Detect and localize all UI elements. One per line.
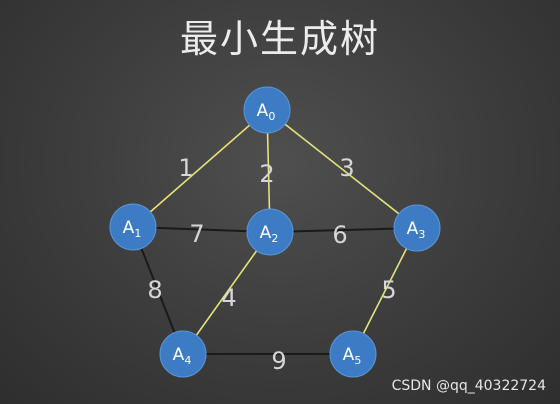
watermark: CSDN @qq_40322724: [391, 378, 546, 394]
node-label: A3: [407, 219, 426, 241]
edge-weight-label: 5: [381, 276, 396, 304]
edge-a0-a1: [132, 109, 268, 228]
edge-a2-a4: [182, 231, 271, 355]
edge-weight-label: 3: [339, 154, 354, 182]
node-a5: A5: [329, 330, 377, 378]
node-circle: [329, 330, 377, 378]
node-a1: A1: [109, 203, 157, 251]
node-a0: A0: [243, 86, 291, 134]
node-circle: [246, 208, 294, 256]
edge-a3-a5: [352, 227, 418, 355]
edge-labels-layer: 1 2 3 7 6 8 4 5 9: [147, 154, 396, 375]
edge-weight-label: 6: [332, 221, 347, 249]
node-a4: A4: [159, 330, 207, 378]
edge-weight-label: 9: [271, 347, 286, 375]
node-a3: A3: [393, 204, 441, 252]
node-circle: [393, 204, 441, 252]
edge-a2-a3: [269, 227, 418, 233]
node-label: A0: [257, 101, 276, 123]
edge-weight-label: 7: [189, 220, 204, 248]
node-label: A1: [123, 218, 142, 240]
edge-weight-label: 1: [178, 154, 193, 182]
node-a2: A2: [246, 208, 294, 256]
slide-title: 最小生成树: [179, 17, 380, 61]
edge-weight-label: 2: [259, 160, 274, 188]
node-circle: [243, 86, 291, 134]
edge-a0-a3: [266, 109, 418, 229]
edge-weight-label: 8: [147, 276, 162, 304]
node-label: A4: [173, 345, 192, 367]
node-circle: [159, 330, 207, 378]
edge-weight-label: 4: [221, 284, 236, 312]
node-label: A2: [260, 223, 279, 245]
node-label: A5: [343, 345, 362, 367]
node-circle: [109, 203, 157, 251]
